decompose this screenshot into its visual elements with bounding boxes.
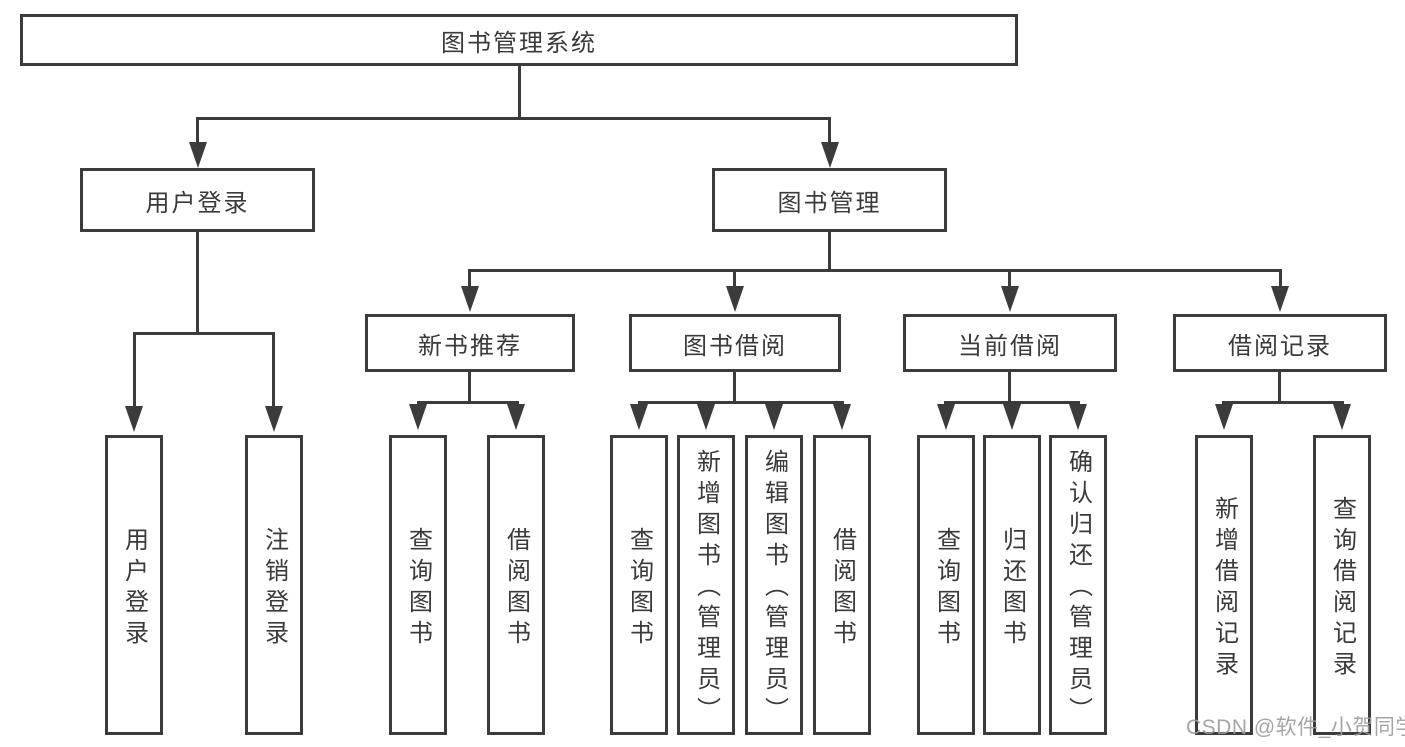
node-book-borrowing: 图书借阅 [629,314,841,372]
arrow-down-icon [833,404,851,430]
connector-line [1008,372,1011,404]
connector-line [272,332,275,408]
node-new-book-recommendation: 新书推荐 [365,314,575,372]
arrow-down-icon [765,404,783,430]
leaf-borrow-books-borrowing: 借阅图书 [813,435,871,735]
leaf-label: 注销登录 [260,526,288,651]
leaf-query-borrow-record: 查询借阅记录 [1313,435,1371,735]
leaf-edit-books-admin: 编辑图书（管理员） [745,435,803,735]
arrow-down-icon [1069,404,1087,430]
leaf-label: 归还图书 [998,526,1026,651]
leaf-query-books-borrowing: 查询图书 [610,435,668,735]
connector-line [196,117,199,145]
connector-line [733,372,736,404]
connector-line [468,269,471,288]
leaf-label: 确认归还（管理员） [1064,449,1092,728]
connector-line [828,117,831,145]
node-current-borrowing: 当前借阅 [903,314,1117,372]
connector-line [733,269,736,288]
arrow-down-icon [507,404,525,430]
arrow-down-icon [1215,404,1233,430]
arrow-down-icon [937,404,955,430]
leaf-add-borrow-record: 新增借阅记录 [1195,435,1253,735]
leaf-logout: 注销登录 [245,435,303,735]
leaf-label: 编辑图书（管理员） [760,449,788,728]
arrow-down-icon [1271,286,1289,312]
connector-line [133,332,136,408]
arrow-down-icon [726,286,744,312]
connector-line [828,232,831,272]
connector-line [1278,372,1281,404]
connector-line [196,232,199,335]
arrow-down-icon [697,404,715,430]
connector-line [417,401,519,404]
arrow-down-icon [821,142,839,168]
connector-line [468,372,471,404]
connector-line [638,401,844,404]
connector-line [518,66,521,117]
leaf-confirm-return-admin: 确认归还（管理员） [1049,435,1107,735]
csdn-watermark: CSDN @软件_小贺同学 [1186,716,1405,739]
leaf-label: 新增图书（管理员） [692,449,720,728]
leaf-label: 查询图书 [404,526,432,651]
arrow-down-icon [409,404,427,430]
leaf-label: 查询图书 [625,526,653,651]
arrow-down-icon [1333,404,1351,430]
leaf-query-books-recommend: 查询图书 [389,435,447,735]
connector-line [1222,401,1344,404]
leaf-add-books-admin: 新增图书（管理员） [677,435,735,735]
leaf-label: 查询借阅记录 [1328,495,1356,682]
arrow-down-icon [189,142,207,168]
connector-line [133,332,275,335]
leaf-borrow-books-recommend: 借阅图书 [487,435,545,735]
leaf-label: 查询图书 [932,526,960,651]
connector-line [944,401,1080,404]
node-borrowing-records: 借阅记录 [1173,314,1387,372]
arrow-down-icon [125,406,143,432]
connector-line [196,117,831,120]
arrow-down-icon [265,406,283,432]
arrow-down-icon [630,404,648,430]
leaf-label: 借阅图书 [828,526,856,651]
leaf-label: 用户登录 [120,526,148,651]
arrow-down-icon [1003,404,1021,430]
connector-line [468,269,1282,272]
connector-line [1279,269,1282,288]
leaf-return-books: 归还图书 [983,435,1041,735]
connector-line [1008,269,1011,288]
leaf-query-books-current: 查询图书 [917,435,975,735]
node-library-management-system: 图书管理系统 [20,14,1018,66]
leaf-user-login: 用户登录 [105,435,163,735]
arrow-down-icon [1001,286,1019,312]
node-user-login: 用户登录 [80,168,315,232]
node-book-management: 图书管理 [712,168,947,232]
leaf-label: 新增借阅记录 [1210,495,1238,682]
leaf-label: 借阅图书 [502,526,530,651]
arrow-down-icon [461,286,479,312]
